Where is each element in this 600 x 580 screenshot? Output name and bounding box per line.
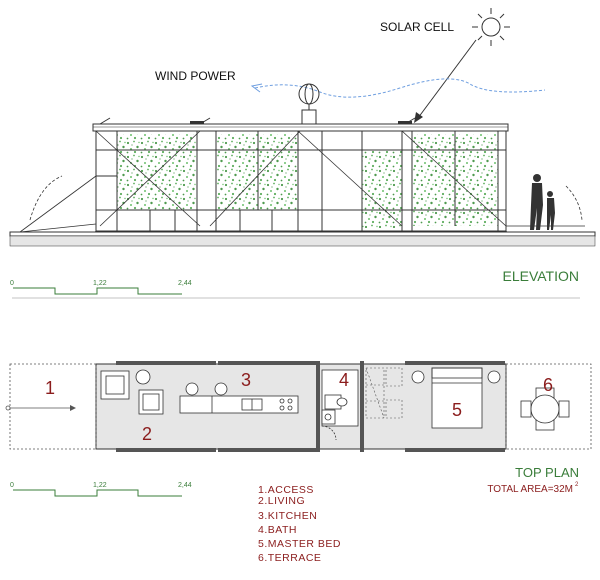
plan-scale-end-label: 2,44 — [178, 482, 192, 489]
total-area: TOTAL AREA=32M — [487, 484, 573, 495]
closet — [365, 367, 403, 419]
sun-icon — [472, 8, 510, 46]
elevation-drawing: SOLAR CELL WIND POWER — [9, 8, 596, 299]
legend-item-master-bed: 5.MASTER BED — [258, 538, 341, 550]
room-number-kitchen: 3 — [241, 370, 251, 390]
scale-mid-label: 1,22 — [93, 280, 107, 287]
kitchen-counter — [179, 382, 299, 414]
plan-scale-bar: 0 1,22 2,44 — [10, 482, 192, 497]
room-number-master-bed: 5 — [452, 400, 462, 420]
bath-fixtures — [321, 369, 359, 441]
terrace-table — [520, 387, 570, 431]
room-number-access: 1 — [45, 378, 55, 398]
plan-drawing: 1 2 3 4 5 6 0 1,22 2,44 TOP PLAN TOTAL A… — [5, 361, 592, 564]
room-number-terrace: 6 — [543, 375, 553, 395]
legend-item-kitchen: 3.KITCHEN — [258, 510, 317, 522]
room-number-living: 2 — [142, 424, 152, 444]
legend-item-bath: 4.BATH — [258, 524, 297, 536]
master-bed — [411, 367, 501, 429]
terrace-area — [505, 363, 592, 450]
plan-walls — [116, 361, 505, 452]
building-frame — [95, 130, 507, 243]
living-furniture — [100, 369, 164, 415]
scale-start-label: 0 — [10, 280, 14, 287]
wind-power-label: WIND POWER — [155, 69, 236, 83]
solar-cell-label: SOLAR CELL — [380, 20, 454, 34]
wind-arrow-icon — [250, 78, 546, 98]
roof — [92, 117, 509, 132]
total-area-superscript: 2 — [575, 482, 579, 488]
plan-scale-start-label: 0 — [10, 482, 14, 489]
entry-arrow-icon — [5, 405, 76, 411]
green-walls — [117, 134, 498, 228]
people-silhouette-icon — [530, 174, 555, 230]
elevation-scale-bar: 0 1,22 2,44 — [10, 280, 192, 295]
elevation-title: ELEVATION — [502, 268, 579, 284]
legend-item-living: 2.LIVING — [258, 495, 305, 507]
plan-title: TOP PLAN — [515, 465, 579, 480]
plan-scale-mid-label: 1,22 — [93, 482, 107, 489]
legend-item-access: 1.ACCESS — [258, 484, 314, 496]
legend-item-terrace: 6.TERRACE — [258, 552, 321, 564]
ramps — [19, 175, 585, 233]
ground — [9, 231, 596, 247]
room-legend: 1.ACCESS 2.LIVING 3.KITCHEN 4.BATH 5.MAS… — [258, 484, 341, 564]
scale-end-label: 2,44 — [178, 280, 192, 287]
room-number-bath: 4 — [339, 370, 349, 390]
access-area — [9, 363, 97, 450]
